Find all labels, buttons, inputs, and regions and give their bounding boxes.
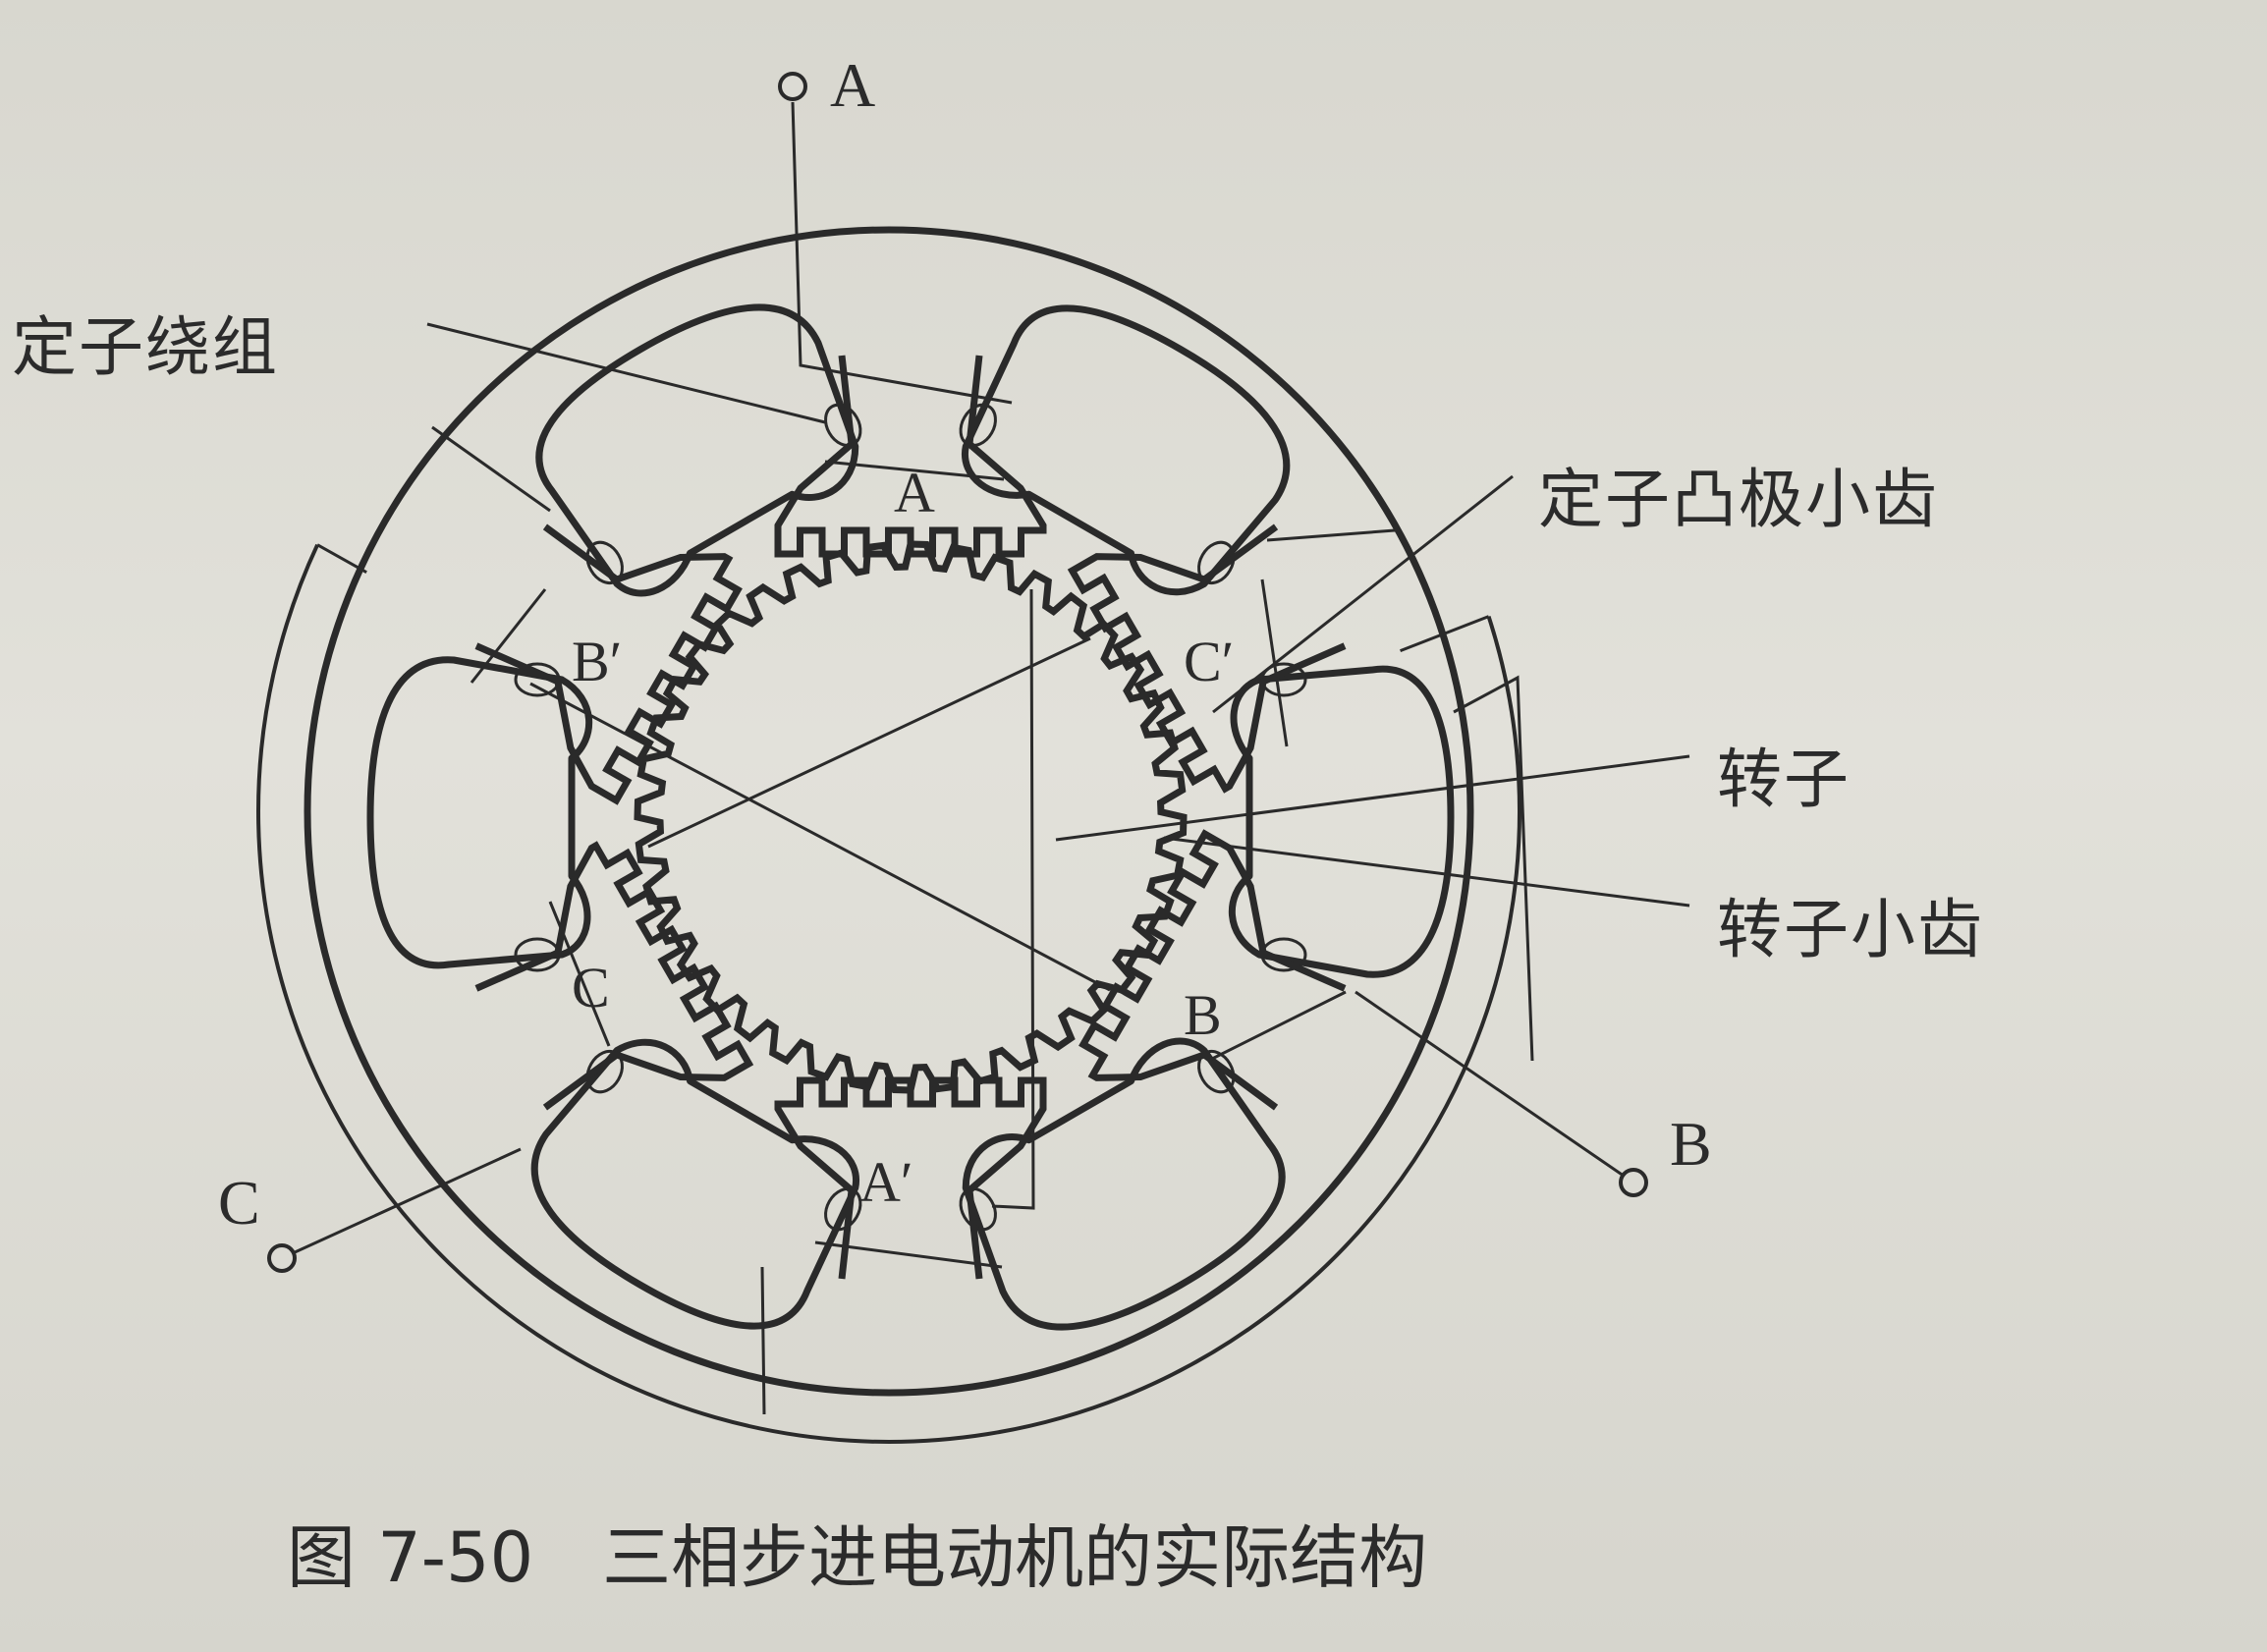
pole-body <box>774 355 1047 558</box>
coil-outline <box>530 1038 860 1330</box>
coil-outline <box>962 1037 1286 1331</box>
stator-poles <box>474 355 1347 1280</box>
terminal-label-c: C <box>218 1168 260 1238</box>
outer-wiring-ring <box>256 543 1521 1444</box>
coil-loop <box>824 403 862 448</box>
pole-label-a-prime: A′ <box>859 1150 913 1214</box>
leader-rotor <box>1055 754 1690 842</box>
phase-c-wire <box>281 578 1534 1260</box>
pole-body <box>474 523 743 805</box>
winding-wires <box>281 101 1634 1415</box>
label-stator-pole-teeth: 定子凸极小齿 <box>1538 462 1939 537</box>
stator-coil <box>1228 662 1455 978</box>
coil-outline <box>961 304 1291 596</box>
terminal-label-b: B <box>1670 1109 1712 1179</box>
rotor-teeth-outline <box>634 540 1188 1094</box>
pole-body <box>474 841 754 1111</box>
stator-pole-Bp <box>474 523 743 805</box>
terminal-a-circle <box>778 72 807 101</box>
winding-chords <box>431 425 1396 684</box>
leader-stator-winding <box>426 322 826 424</box>
coil-outline <box>535 303 859 597</box>
pole-label-c-prime: C′ <box>1184 630 1235 693</box>
stator-outer-ring <box>304 226 1474 1397</box>
pole-label-b-prime: B′ <box>572 630 623 693</box>
label-rotor: 转子 <box>1717 742 1851 817</box>
coil-outline <box>1228 665 1455 978</box>
figure-caption: 图 7-50 三相步进电动机的实际结构 <box>287 1503 1427 1602</box>
callout-leader-lines <box>426 322 1690 908</box>
pole-body <box>774 1076 1047 1280</box>
pole-label-b: B <box>1184 983 1222 1047</box>
stator-pole-B <box>1078 829 1347 1111</box>
pole-body <box>1078 829 1347 1111</box>
phase-b-wire <box>529 682 1634 1184</box>
stator-pole-Cp <box>1067 523 1347 794</box>
phase-a-wire <box>760 101 1035 1415</box>
rotor <box>634 540 1188 1094</box>
stator-coil <box>959 304 1291 596</box>
terminal-label-a: A <box>830 50 876 120</box>
terminals <box>267 72 1648 1273</box>
stator-pole-A <box>774 355 1047 558</box>
stator-coil <box>366 656 593 972</box>
ring-end-tick <box>316 543 367 574</box>
figure-number: 图 7-50 <box>287 1517 534 1598</box>
leader-stator-pole-teeth <box>1212 474 1514 714</box>
terminal-c-circle <box>267 1243 297 1273</box>
terminal-b-circle <box>1619 1168 1648 1197</box>
pole-label-c: C <box>572 956 610 1019</box>
pole-label-a: A <box>894 461 935 524</box>
figure-title: 三相步进电动机的实际结构 <box>602 1517 1428 1598</box>
stator-coil <box>530 1038 862 1330</box>
stator-pole-Ap <box>774 1076 1047 1280</box>
ring-end-tick <box>1400 615 1490 653</box>
pole-body <box>1067 523 1347 794</box>
label-rotor-teeth: 转子小齿 <box>1717 892 1984 967</box>
leader-rotor-teeth <box>1163 836 1690 908</box>
stator-yoke-rings <box>256 226 1521 1444</box>
coil-outline <box>366 656 593 969</box>
stator-pole-C <box>474 841 754 1111</box>
label-stator-winding: 定子绕组 <box>12 309 279 385</box>
coil-loop <box>959 1186 997 1232</box>
